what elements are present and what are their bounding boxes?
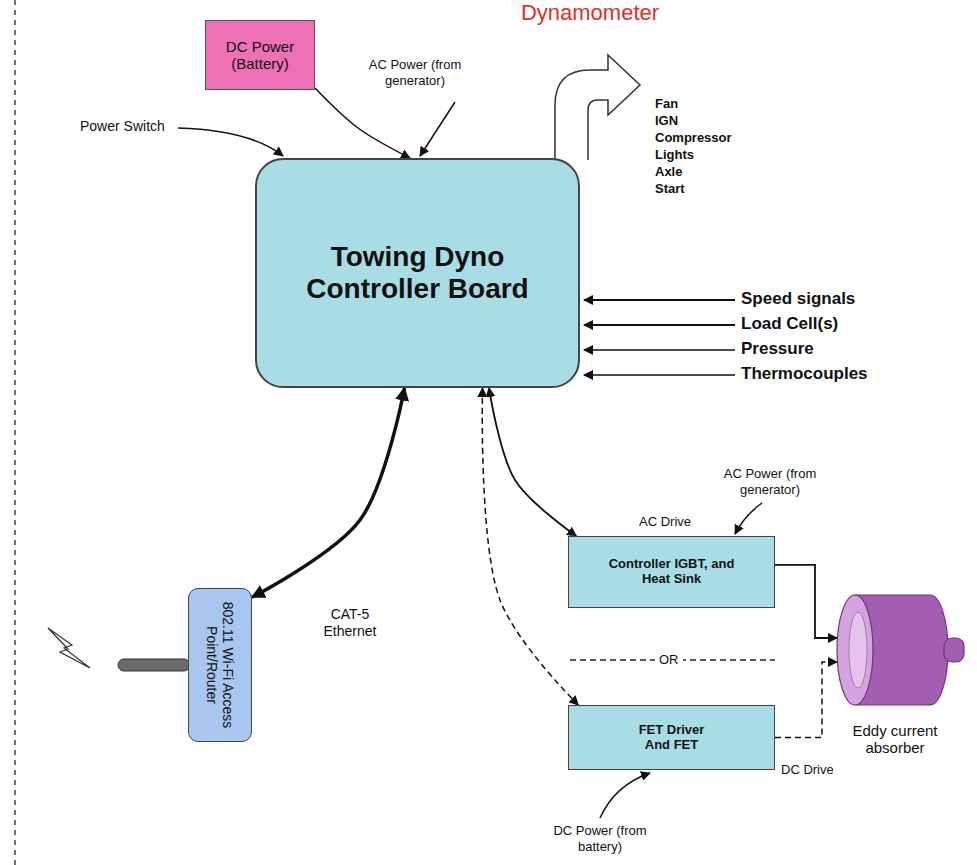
annotation-label: Axle (655, 164, 682, 180)
annotation-label: Lights (655, 147, 694, 163)
ac-power-arrow (420, 102, 455, 156)
annotation-label: Speed signals (741, 289, 855, 309)
drive-heading: AC Drive (639, 515, 691, 530)
annotation-label: AC Power (from generator) (345, 57, 485, 88)
eddy-current-absorber-drawing (837, 595, 964, 705)
node-text: 802.11 Wi-Fi Access Point/Router (204, 595, 236, 735)
wifi-router-box: 802.11 Wi-Fi Access Point/Router (188, 588, 252, 742)
annotation-label: IGN (655, 113, 678, 129)
node-text: Controller IGBT, and Heat Sink (597, 557, 747, 587)
annotation-label: Power Switch (80, 118, 165, 135)
node-text: Eddy current absorber (838, 722, 953, 757)
dc-drive-box: FET Driver And FETDC Drive (568, 705, 775, 770)
annotation-label: Thermocouples (741, 364, 868, 384)
eddy-absorber-node: Eddy current absorber (830, 590, 960, 760)
annotation-label: Load Cell(s) (741, 314, 838, 334)
annotation-label: Compressor (655, 130, 732, 146)
connector (315, 88, 410, 158)
connector (775, 565, 837, 638)
ac-power-arrow (735, 503, 762, 534)
input-arrow (584, 324, 735, 326)
annotation-label: Pressure (741, 339, 814, 359)
node-text: DC Power (Battery) (214, 38, 306, 73)
controller-board: Towing Dyno Controller Board (255, 158, 580, 388)
input-arrow (584, 349, 735, 351)
connector (482, 388, 578, 705)
connector (775, 662, 837, 738)
connector-label: CAT-5 Ethernet (305, 606, 395, 640)
drive-heading: DC Drive (781, 763, 834, 778)
output-bus-arrow (555, 55, 640, 160)
annotation-label: Fan (655, 96, 678, 112)
annotation-label: DC Power (from battery) (530, 823, 670, 854)
input-arrow (584, 299, 735, 301)
wireless-symbol (48, 628, 90, 668)
battery-box: DC Power (Battery) (205, 20, 315, 90)
connector (252, 388, 405, 597)
power-switch-arrow (178, 128, 283, 156)
boundary-line (14, 0, 16, 865)
input-arrow (584, 374, 735, 376)
diagram-title: Dynamometer (490, 0, 690, 26)
annotation-label: Start (655, 181, 685, 197)
dc-power-arrow (600, 773, 650, 818)
connector (489, 388, 576, 536)
node-text: FET Driver And FET (627, 723, 717, 753)
divider-label: OR (655, 652, 683, 668)
node-text: Towing Dyno Controller Board (288, 241, 548, 305)
antenna (118, 659, 190, 671)
ac-drive-box: AC DriveController IGBT, and Heat Sink (568, 536, 775, 608)
annotation-label: AC Power (from generator) (700, 466, 840, 497)
